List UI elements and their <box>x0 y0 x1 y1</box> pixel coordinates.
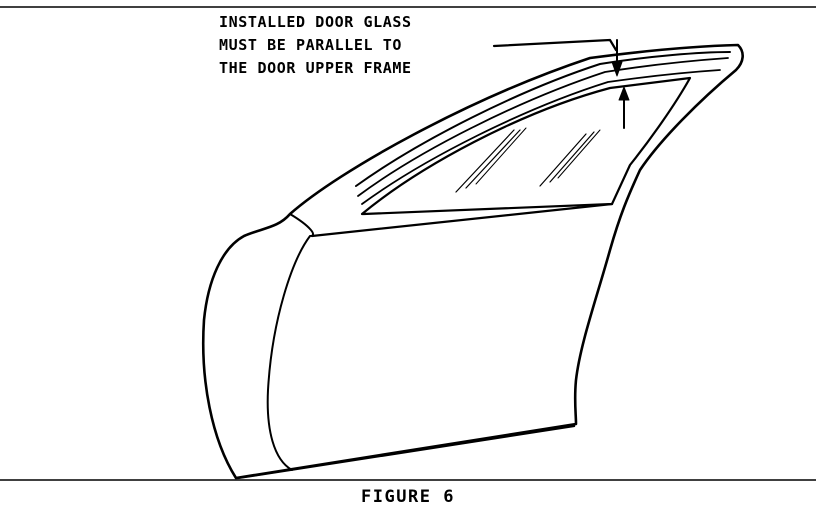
glass-reflection-4 <box>539 133 587 187</box>
door-outer-outline <box>201 43 744 480</box>
window-frame-inner <box>361 69 721 205</box>
glass-reflection-1 <box>455 129 515 193</box>
dimension-arrow-up <box>618 86 630 101</box>
callout-text: INSTALLED DOOR GLASS MUST BE PARALLEL TO… <box>219 11 479 80</box>
window-frame-outer <box>355 51 731 187</box>
callout-line-3: THE DOOR UPPER FRAME <box>219 59 412 77</box>
window-frame-mid <box>357 57 729 197</box>
belt-line <box>310 202 614 238</box>
callout-leader-line <box>492 38 618 52</box>
glass-reflection-3 <box>475 127 527 185</box>
door-bottom-edge <box>236 424 576 480</box>
glass-reflection-5 <box>549 131 595 183</box>
dimension-arrow-down <box>611 61 623 77</box>
door-inner-flange <box>266 213 315 471</box>
glass-reflection-2 <box>465 129 521 189</box>
glass-reflection-6 <box>557 129 601 179</box>
door-glass <box>360 76 692 216</box>
callout-line-2: MUST BE PARALLEL TO <box>219 36 402 54</box>
callout-line-1: INSTALLED DOOR GLASS <box>219 13 412 31</box>
figure-caption: FIGURE 6 <box>361 487 455 507</box>
